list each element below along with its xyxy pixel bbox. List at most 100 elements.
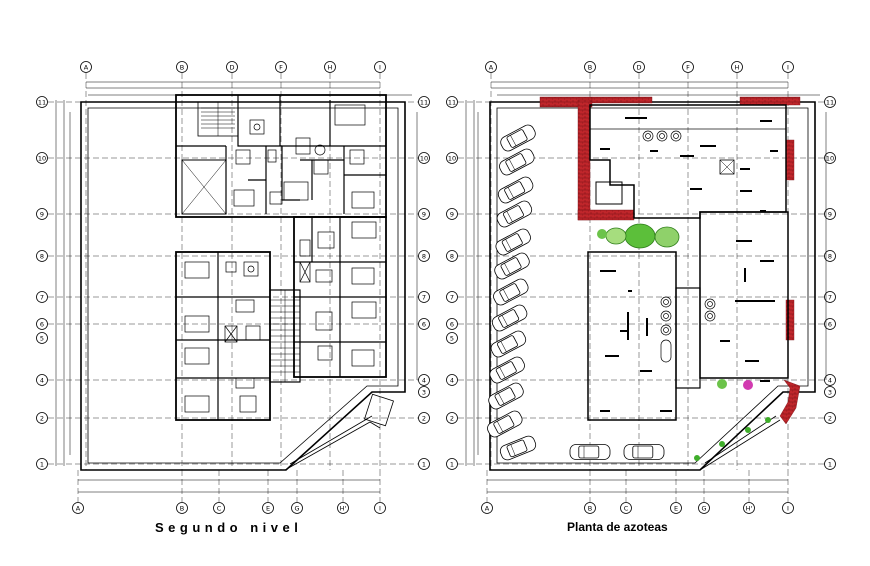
svg-text:1: 1	[828, 461, 832, 469]
axis-right-10: 10	[824, 152, 836, 164]
svg-text:7: 7	[828, 294, 832, 302]
furniture-middle	[299, 221, 377, 367]
annotation-mark	[745, 360, 759, 362]
svg-text:10: 10	[420, 155, 428, 163]
svg-text:E: E	[674, 505, 678, 513]
svg-text:B: B	[588, 505, 592, 513]
annotation-mark	[600, 148, 610, 150]
axis-right-10: 10	[418, 152, 430, 164]
axis-left-8: 8	[36, 250, 48, 262]
annotation-mark	[760, 120, 772, 122]
annotation-mark	[690, 188, 702, 190]
svg-text:7: 7	[422, 294, 426, 302]
svg-text:B: B	[180, 64, 184, 72]
roof-upper	[589, 104, 787, 219]
axis-bottom-H': H'	[743, 502, 755, 514]
corner-stair	[364, 393, 394, 427]
axis-left-5: 5	[446, 332, 458, 344]
roof-upper-band	[589, 104, 787, 130]
svg-text:D: D	[229, 64, 234, 72]
annotation-mark	[680, 155, 694, 157]
stair-treads-upper	[201, 102, 235, 136]
svg-text:9: 9	[40, 211, 44, 219]
roof-water-tanks-upper	[642, 130, 682, 142]
axis-left-4: 4	[446, 374, 458, 386]
annotation-mark	[628, 290, 632, 292]
axis-right-7: 7	[418, 291, 430, 303]
axis-right-8: 8	[418, 250, 430, 262]
roof-site-offset	[477, 94, 827, 455]
svg-text:4: 4	[422, 377, 426, 385]
axis-top-I: I	[782, 61, 794, 73]
annotation-mark	[744, 268, 746, 282]
axis-right-extra-3: 3	[824, 386, 836, 398]
parked-car	[500, 124, 536, 152]
annotation-mark	[627, 312, 629, 340]
axis-right-8: 8	[824, 250, 836, 262]
axis-left-6: 6	[446, 318, 458, 330]
axis-right-extra-left-3: 3	[418, 386, 430, 398]
axis-left-1: 1	[36, 458, 48, 470]
svg-text:E: E	[266, 505, 270, 513]
parked-car	[497, 176, 534, 204]
furniture-lower	[184, 261, 261, 413]
vegetation	[597, 223, 771, 461]
axis-right-6: 6	[824, 318, 836, 330]
roof-right-block	[699, 211, 789, 379]
plan-planta-de-azoteas	[477, 94, 827, 471]
upper-building	[175, 94, 387, 218]
roof-hatch-upper	[719, 159, 735, 175]
axis-bottom-H': H'	[337, 502, 349, 514]
axis-left-2: 2	[446, 412, 458, 424]
svg-text:F: F	[279, 64, 283, 72]
svg-text:3: 3	[828, 389, 832, 397]
axis-right-2: 2	[824, 412, 836, 424]
parking-cars	[487, 124, 665, 461]
svg-text:I: I	[379, 64, 381, 72]
annotation-mark	[760, 380, 770, 382]
svg-text:10: 10	[38, 155, 46, 163]
parked-car	[490, 330, 527, 358]
annotation-mark	[600, 410, 610, 412]
axis-right-1: 1	[418, 458, 430, 470]
svg-text:9: 9	[450, 211, 454, 219]
annotation-mark	[760, 260, 774, 262]
parked-car	[499, 435, 537, 461]
axis-right-6: 6	[418, 318, 430, 330]
svg-text:2: 2	[40, 415, 44, 423]
svg-text:I: I	[787, 505, 789, 513]
annotation-mark	[650, 150, 658, 152]
void-diagonals	[181, 159, 227, 215]
axis-left-1: 1	[446, 458, 458, 470]
plan-title-segundo-nivel: Segundo nivel	[155, 520, 303, 535]
svg-text:10: 10	[448, 155, 456, 163]
axis-left-11: 11	[446, 96, 458, 108]
site-boundary-inner	[87, 107, 399, 464]
site-boundary	[80, 101, 406, 471]
annotation-mark	[605, 355, 619, 357]
svg-text:B: B	[180, 505, 184, 513]
parked-car	[491, 304, 528, 332]
svg-text:C: C	[624, 505, 629, 513]
annotation-mark	[700, 145, 716, 147]
svg-text:5: 5	[450, 335, 454, 343]
axis-right-4: 4	[824, 374, 836, 386]
svg-text:7: 7	[40, 294, 44, 302]
axis-left-6: 6	[36, 318, 48, 330]
annotation-marks	[600, 117, 778, 412]
axis-bottom-E: E	[262, 502, 274, 514]
axis-right-7: 7	[824, 291, 836, 303]
axis-bottom-G: G	[698, 502, 710, 514]
annotation-mark	[625, 117, 647, 119]
svg-text:3: 3	[422, 389, 426, 397]
svg-text:I: I	[379, 505, 381, 513]
svg-text:10: 10	[826, 155, 834, 163]
parked-car	[494, 252, 530, 280]
axis-bottom-I: I	[782, 502, 794, 514]
plan-segundo-nivel	[69, 94, 418, 471]
lower-left-block	[175, 251, 271, 421]
svg-text:1: 1	[422, 461, 426, 469]
svg-text:4: 4	[40, 377, 44, 385]
axis-top-F: F	[682, 61, 694, 73]
